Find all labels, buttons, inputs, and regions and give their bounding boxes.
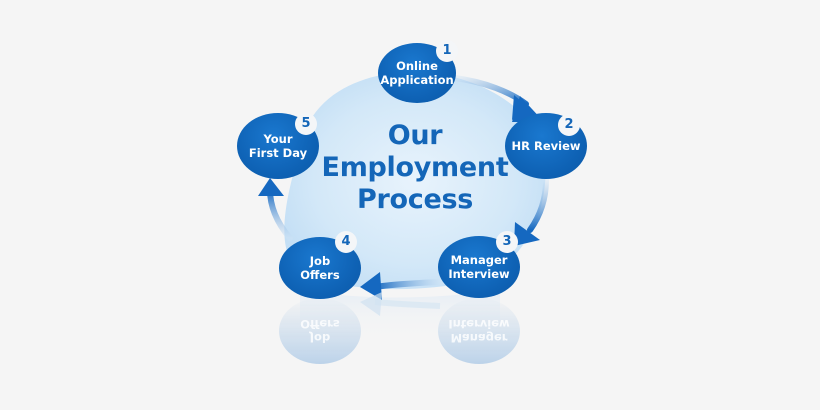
step3-reflection: Manager Interview [438, 298, 520, 364]
arrow-step2-to-step3 [514, 177, 549, 246]
arrow-step4-to-step5 [258, 178, 293, 241]
arrow-step3-to-step4 [360, 272, 443, 300]
step-1-number-badge: 1 [436, 40, 458, 62]
step-5-label: Your First Day [248, 132, 308, 160]
step-1-label: Online Application [380, 59, 454, 87]
step4-reflection: Job Offers [279, 298, 361, 364]
title-line-1: Our [387, 120, 443, 151]
step-5-number-badge: 5 [295, 113, 317, 135]
step-3-number-badge: 3 [496, 231, 518, 253]
step4-reflection-label: Job Offers [300, 317, 340, 345]
step-2-label: HR Review [511, 139, 581, 153]
step-4-label: Job Offers [300, 254, 340, 282]
step-2-number-badge: 2 [558, 114, 580, 136]
title-line-3: Process [356, 184, 473, 215]
step-3-label: Manager Interview [448, 253, 510, 281]
title-line-2: Employment [321, 152, 509, 183]
diagram-title: Our Employment Process [300, 120, 530, 216]
step3-reflection-label: Manager Interview [448, 317, 510, 345]
step-4-number-badge: 4 [335, 231, 357, 253]
